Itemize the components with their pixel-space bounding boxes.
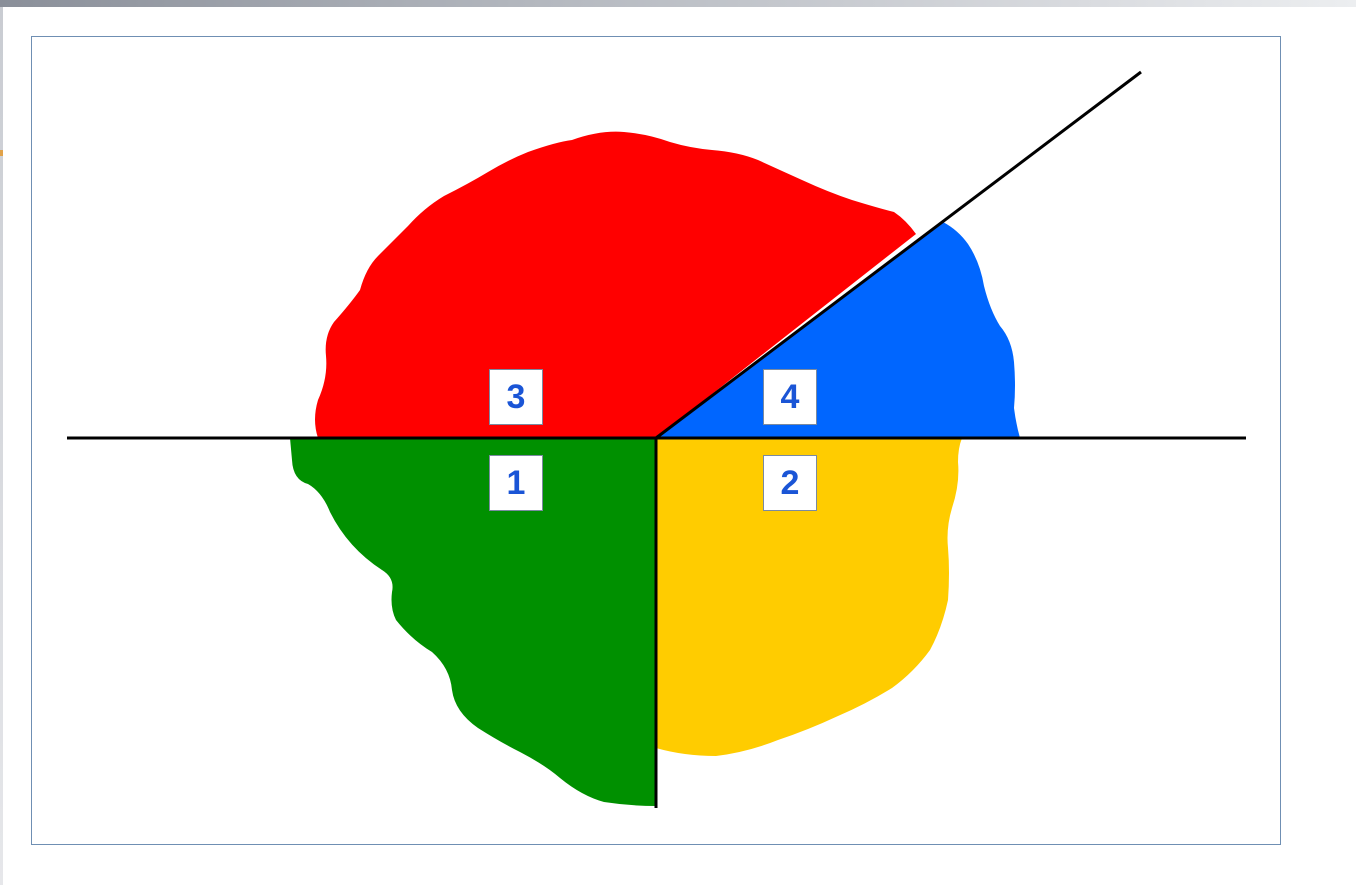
region-1-label: 1 xyxy=(489,455,543,511)
region-3-label: 3 xyxy=(489,369,543,425)
region-1-shape xyxy=(290,438,656,806)
region-4-label: 4 xyxy=(763,369,817,425)
region-2-label: 2 xyxy=(763,455,817,511)
